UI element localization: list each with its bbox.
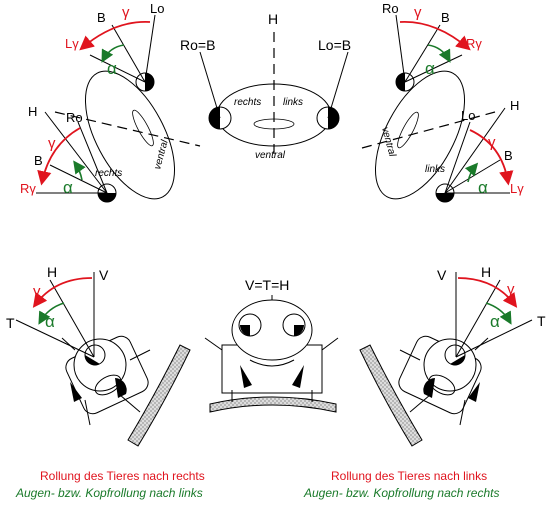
bc-substrate <box>209 396 337 413</box>
tl-front-ro-line <box>77 121 108 194</box>
tc-lob-label: Lo=B <box>318 37 351 53</box>
tl-ventral-label: ventral <box>152 138 171 171</box>
tc-h-label: H <box>268 11 278 27</box>
bl-h-line <box>49 279 95 358</box>
tl-body-outline <box>84 70 176 200</box>
tr-rear-rg-label: Rγ <box>466 36 482 51</box>
tl-rear-lo-label: Lo <box>150 1 164 16</box>
tl-rear-alpha-arc <box>101 44 125 63</box>
bottom-center-diagram: V=T=H <box>204 277 339 413</box>
tr-front-gamma-label: γ <box>488 134 496 151</box>
tl-rechts-label: rechts <box>95 168 122 179</box>
bl-insect-head <box>61 335 151 426</box>
tr-rear-ro-label: Ro <box>382 1 399 16</box>
br-t-label: T <box>537 313 546 329</box>
tl-front-b-label: B <box>34 153 43 168</box>
tr-front-eye <box>435 183 455 203</box>
tl-front-h-label: H <box>28 104 37 119</box>
tr-front-h-label: H <box>510 98 519 113</box>
caption-right-line1: Rollung des Tieres nach links <box>331 469 488 483</box>
bc-vth-label: V=T=H <box>245 277 289 293</box>
tl-front-gamma-label: γ <box>48 135 56 152</box>
tl-front-b-line <box>49 164 108 194</box>
tl-rear-alpha-label: α <box>107 59 117 78</box>
bc-insect-head <box>204 299 339 402</box>
br-alpha-arc <box>485 302 512 325</box>
tc-rob-label: Ro=B <box>180 37 215 53</box>
tr-rear-b-line <box>404 24 441 83</box>
bl-t-line <box>15 319 95 358</box>
tl-front-alpha-label: α <box>63 178 73 197</box>
tr-rear-alpha-label: α <box>425 59 435 78</box>
tl-inner-slot <box>132 109 154 147</box>
tr-front-gamma-arc <box>469 129 514 186</box>
tr-rear-ro-line <box>395 14 406 83</box>
top-right-diagram: Ro B γ Rγ α H Lo B γ Lγ α links ventral <box>361 1 524 203</box>
tr-front-alpha-label: α <box>478 178 488 197</box>
caption-left-line1: Rollung des Tieres nach rechts <box>40 469 205 483</box>
top-center-diagram: H Ro=B Lo=B rechts links ventral <box>180 11 351 161</box>
tr-rear-gamma-arc <box>399 21 471 51</box>
br-v-label: V <box>437 267 447 283</box>
br-insect-head <box>398 335 489 426</box>
tl-dashed-axis <box>54 111 201 147</box>
bl-h-label: H <box>47 264 57 280</box>
tl-rear-lg-line <box>89 54 146 83</box>
br-substrate <box>359 344 423 447</box>
tr-links-label: links <box>425 164 445 175</box>
tr-front-h-line <box>444 107 506 194</box>
tr-front-b-line <box>444 159 501 194</box>
tl-front-alpha-arc <box>73 160 86 181</box>
bl-alpha-arc <box>38 302 65 325</box>
bl-v-label: V <box>99 267 109 283</box>
br-h-label: H <box>481 264 491 280</box>
tl-rear-lo-line <box>144 14 156 83</box>
tr-front-b-label: B <box>504 148 513 163</box>
br-alpha-label: α <box>490 312 500 331</box>
tr-front-lg-label: Lγ <box>510 181 524 196</box>
tr-front-alpha-arc <box>464 162 479 183</box>
tc-rechts-label: rechts <box>234 97 261 108</box>
bl-substrate <box>127 344 191 447</box>
tc-right-line <box>327 51 349 119</box>
bottom-right-diagram: V H T γ α <box>359 264 546 447</box>
caption-right-line2: Augen- bzw. Kopfrollung nach rechts <box>304 486 500 500</box>
bl-gamma-arc <box>32 277 93 308</box>
tc-ventral-label: ventral <box>255 150 286 161</box>
tr-front-lo-label: Lo <box>461 108 475 123</box>
tc-left-line <box>199 51 221 119</box>
tl-rear-gamma-label: γ <box>122 4 130 21</box>
caption-left-line2: Augen- bzw. Kopfrollung nach links <box>16 486 203 500</box>
bl-gamma-label: γ <box>33 283 41 300</box>
tr-rear-b-label: B <box>441 10 450 25</box>
bottom-left-diagram: T H V γ α <box>6 264 191 447</box>
br-gamma-arc <box>457 277 518 308</box>
tl-rear-b-line <box>111 24 146 83</box>
tr-inner-slot <box>397 111 419 149</box>
tc-inner-slot <box>253 118 295 130</box>
tr-front-lo-line <box>444 121 471 194</box>
bl-alpha-label: α <box>45 312 55 331</box>
tl-rear-lg-label: Lγ <box>65 36 79 51</box>
tc-links-label: links <box>283 97 303 108</box>
tr-body-outline <box>374 70 466 200</box>
br-t-line <box>455 319 533 358</box>
top-left-diagram: Lo B γ Lγ α H Ro B γ Rγ α rechts ventral <box>20 1 201 203</box>
bl-t-label: T <box>6 315 15 331</box>
br-h-line <box>455 279 501 358</box>
br-gamma-label: γ <box>507 281 515 298</box>
tr-rear-alpha-arc <box>427 44 451 63</box>
tr-rear-gamma-label: γ <box>414 4 422 21</box>
tl-front-rg-label: Rγ <box>20 181 36 196</box>
tl-rear-b-label: B <box>97 10 106 25</box>
tl-front-gamma-arc <box>37 127 81 186</box>
tl-rear-gamma-arc <box>79 21 151 51</box>
tl-front-h-line <box>44 111 108 194</box>
tl-front-ro-label: Ro <box>66 110 83 125</box>
tr-dashed-axis <box>361 111 496 149</box>
tr-rear-rg-line <box>404 54 463 83</box>
